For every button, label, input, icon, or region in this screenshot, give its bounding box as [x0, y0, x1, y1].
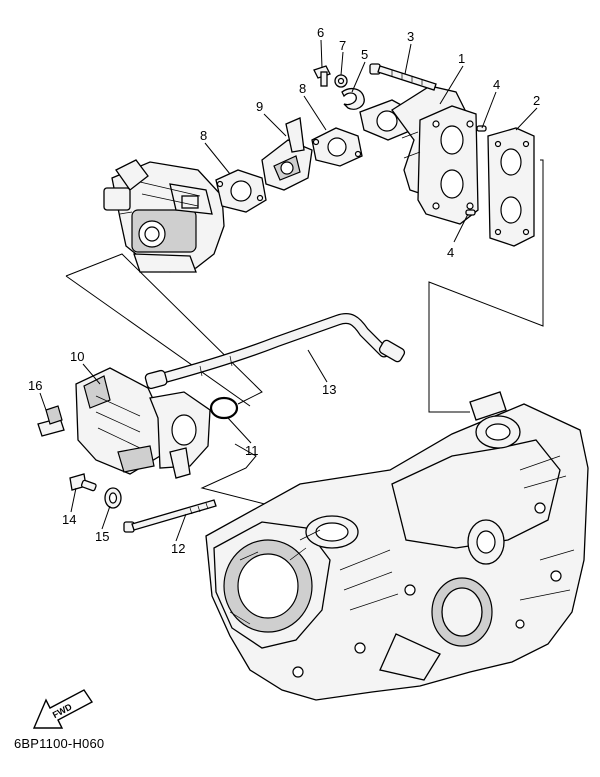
clip [37, 405, 65, 437]
hose-clamp [341, 87, 365, 110]
intake-manifold [359, 85, 479, 225]
callout-4-lower: 4 [447, 245, 454, 260]
callout-leaders [39, 39, 538, 542]
dowel-pins [465, 125, 487, 216]
small-bolt [313, 65, 331, 87]
callout-15: 15 [95, 529, 109, 544]
callout-14: 14 [62, 512, 76, 527]
breather-hose [144, 313, 406, 390]
carburetor [103, 159, 225, 273]
heat-insulator-bracket [261, 117, 313, 191]
callout-8-right: 8 [299, 81, 306, 96]
washer [334, 74, 348, 88]
manifold-bolt [369, 63, 437, 91]
screw [69, 473, 97, 492]
callout-6: 6 [317, 25, 324, 40]
engine-block [205, 391, 589, 701]
forward-direction-arrow: FWD [32, 689, 94, 729]
long-bolt [123, 499, 217, 533]
diagram-reference-code: 6BP1100-H060 [14, 736, 105, 751]
assembly-guide-lines [65, 159, 544, 513]
callout-12: 12 [171, 541, 185, 556]
callout-4-upper: 4 [493, 77, 500, 92]
gasket-left [215, 169, 267, 213]
callout-13: 13 [322, 382, 336, 397]
intake-silencer [75, 367, 211, 479]
callout-numbers: 1 2 3 4 4 5 6 7 8 8 9 10 11 12 13 14 15 … [28, 25, 540, 556]
collar [104, 487, 122, 509]
callout-1: 1 [458, 51, 465, 66]
callout-3: 3 [407, 29, 414, 44]
callout-8-left: 8 [200, 128, 207, 143]
callout-10: 10 [70, 349, 84, 364]
callout-11: 11 [245, 443, 259, 458]
callout-7: 7 [339, 38, 346, 53]
callout-9: 9 [256, 99, 263, 114]
callout-5: 5 [361, 47, 368, 62]
o-ring [209, 396, 239, 420]
callout-16: 16 [28, 378, 42, 393]
gasket-right [311, 127, 363, 167]
callout-2: 2 [533, 93, 540, 108]
manifold-gasket [487, 127, 535, 247]
